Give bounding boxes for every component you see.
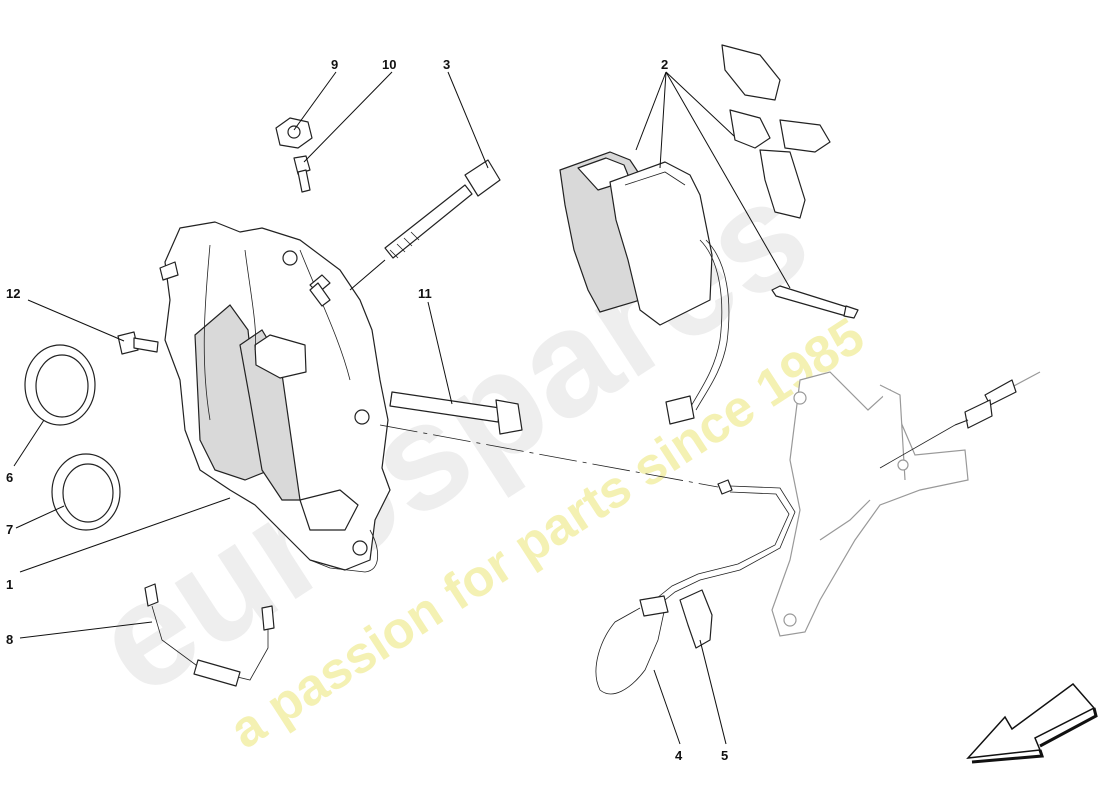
callout-8: 8 [6, 632, 13, 647]
callout-9: 9 [331, 57, 338, 72]
anti-rattle-spring [721, 44, 831, 219]
brake-calliper [159, 221, 391, 573]
bolt-small [117, 331, 159, 355]
callout-10: 10 [382, 57, 396, 72]
brake-pad-rear [609, 161, 730, 425]
bolt-long-upper [384, 159, 501, 259]
upright-bracket [771, 371, 969, 637]
bleeder-screw [293, 155, 311, 193]
bleeder-cap [275, 117, 313, 149]
hose-clip [679, 589, 713, 649]
callout-labels: 9 10 3 2 12 11 6 7 1 8 4 5 [6, 57, 728, 763]
callout-7: 7 [6, 522, 13, 537]
callout-3: 3 [443, 57, 450, 72]
callout-2: 2 [661, 57, 668, 72]
seal-ring-inner [51, 453, 121, 531]
callout-1: 1 [6, 577, 13, 592]
brake-hose-right [879, 371, 1041, 469]
bolt-long-middle [389, 391, 523, 435]
callout-5: 5 [721, 748, 728, 763]
assembly-axis-line [379, 424, 719, 488]
callout-6: 6 [6, 470, 13, 485]
pad-retaining-pin [771, 285, 859, 319]
direction-arrow-icon [966, 682, 1098, 764]
callout-4: 4 [675, 748, 683, 763]
callout-12: 12 [6, 286, 20, 301]
seal-ring-outer [24, 344, 96, 426]
leader-lines [13, 71, 791, 745]
brake-pipe-short [144, 583, 275, 687]
callout-11: 11 [418, 286, 432, 301]
brake-hose [595, 479, 796, 695]
